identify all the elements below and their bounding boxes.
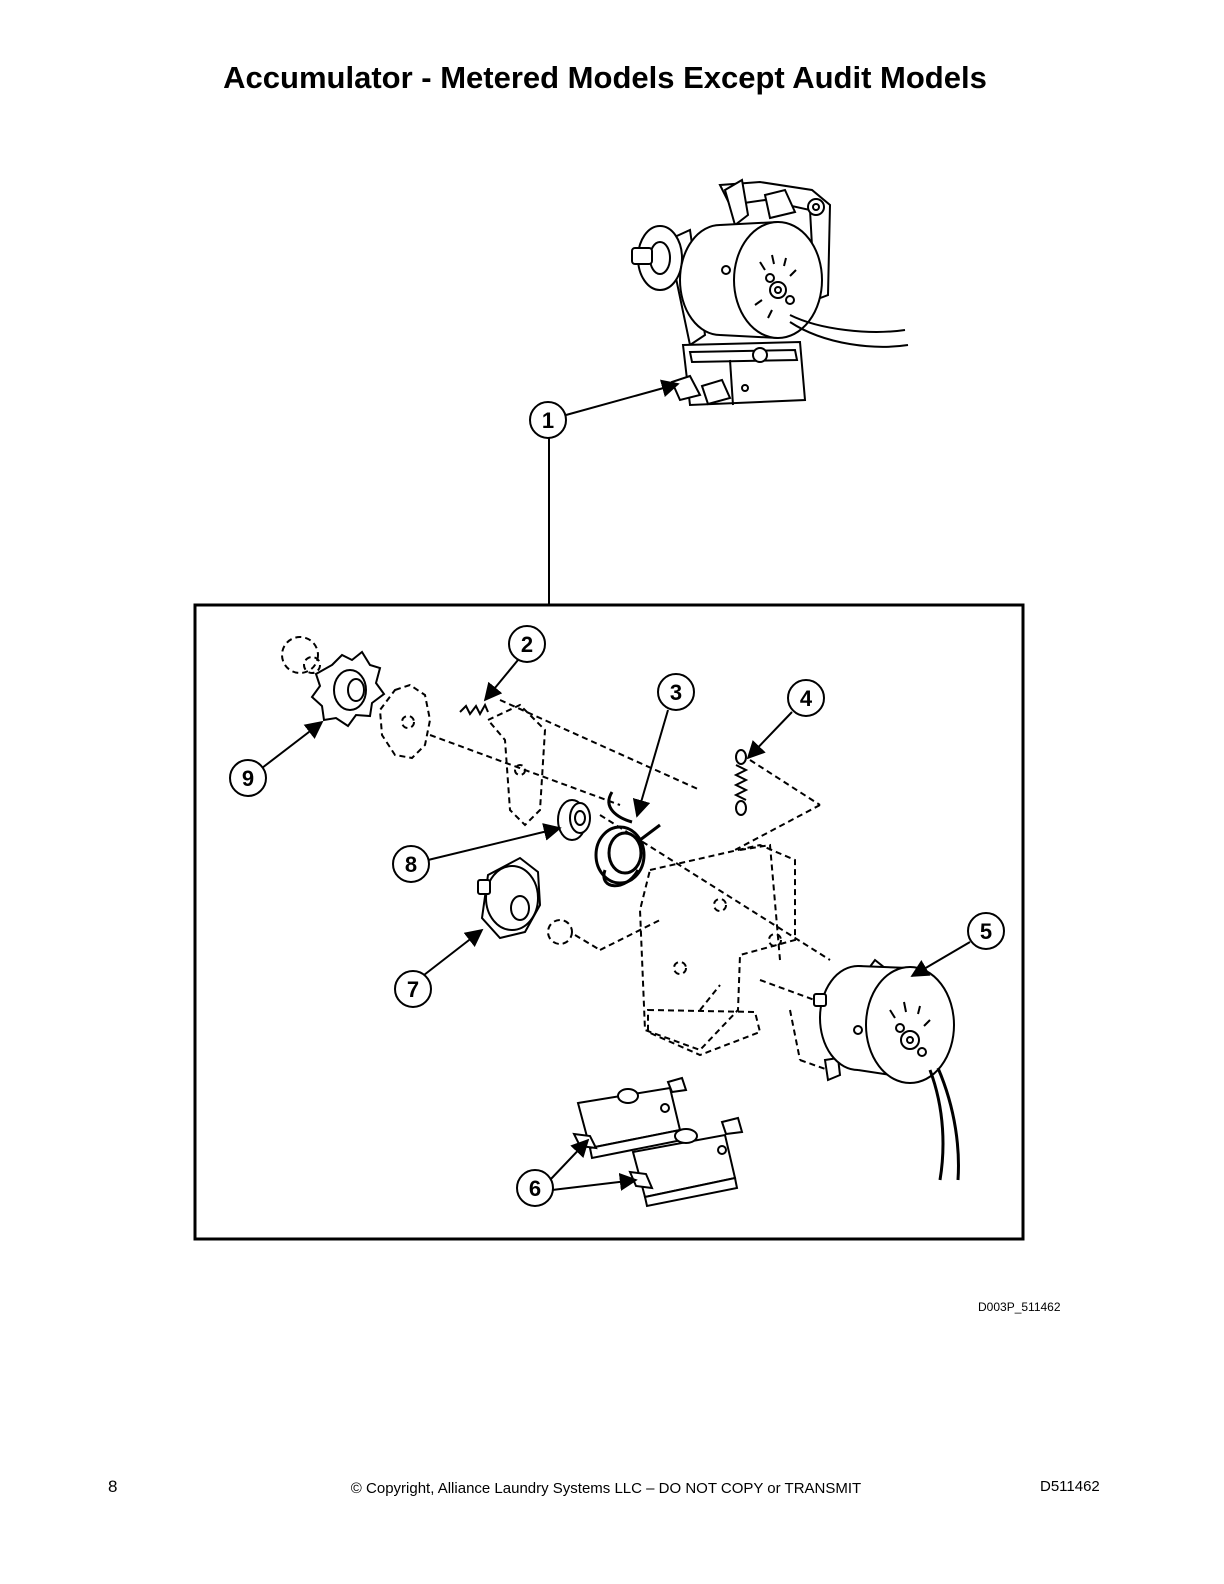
- callout-6: 6: [516, 1169, 554, 1207]
- callout-4: 4: [787, 679, 825, 717]
- leader-arrows: [261, 379, 971, 1191]
- callout-7-label: 7: [407, 977, 419, 1002]
- document-number: D511462: [1040, 1478, 1100, 1495]
- callout-1: 1: [529, 401, 567, 439]
- callout-3-label: 3: [670, 680, 682, 705]
- callout-3: 3: [657, 673, 695, 711]
- torsion-spring-part: [594, 791, 661, 888]
- copyright-notice: © Copyright, Alliance Laundry Systems LL…: [350, 1480, 862, 1497]
- callout-7: 7: [394, 970, 432, 1008]
- page-title: Accumulator - Metered Models Except Audi…: [223, 60, 987, 95]
- exploded-view-frame: [193, 603, 1025, 1241]
- compression-spring-part: [459, 702, 489, 717]
- hub-part: [477, 856, 542, 940]
- callout-5-label: 5: [980, 919, 992, 944]
- callout-2-label: 2: [521, 632, 533, 657]
- callout-5: 5: [967, 912, 1005, 950]
- callout-4-label: 4: [800, 686, 813, 711]
- motor-part: [813, 958, 960, 1181]
- sprocket-part: [310, 650, 386, 728]
- figure-code: D003P_511462: [978, 1300, 1061, 1314]
- callout-8-label: 8: [405, 852, 417, 877]
- extension-spring-part: [733, 749, 749, 816]
- page-number: 8: [108, 1477, 118, 1496]
- callout-1-label: 1: [542, 408, 554, 433]
- callout-9: 9: [229, 759, 267, 797]
- accumulator-assembly-illustration: [631, 178, 909, 407]
- bushing-part: [557, 799, 591, 841]
- callout-9-label: 9: [242, 766, 254, 791]
- switches-part: [572, 1076, 744, 1208]
- callout-6-label: 6: [529, 1176, 541, 1201]
- callout-2: 2: [508, 625, 546, 663]
- callout-8: 8: [392, 845, 430, 883]
